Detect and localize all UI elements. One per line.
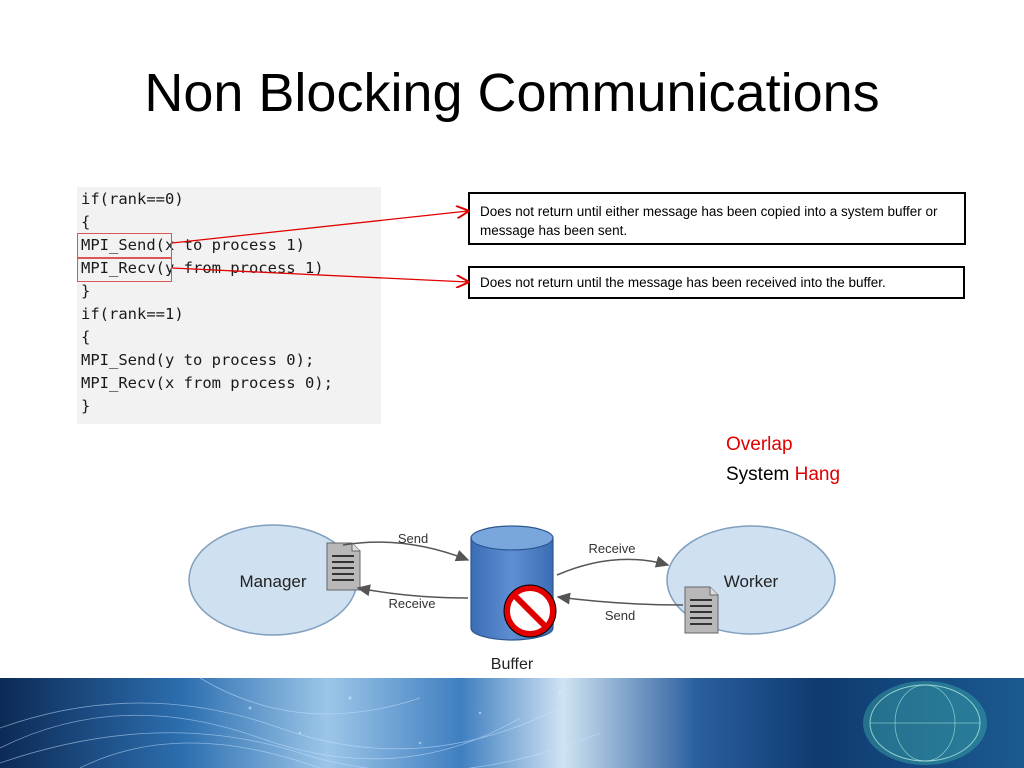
prohibited-icon	[503, 584, 557, 638]
manager-label: Manager	[239, 572, 306, 591]
recv-arrow	[171, 267, 468, 282]
code-line: {	[81, 328, 91, 346]
code-line: {	[81, 213, 91, 231]
code-line: if(rank==1)	[81, 305, 184, 323]
send-arrow	[171, 211, 468, 244]
worker-label: Worker	[724, 572, 779, 591]
send-arrow-top-left	[342, 541, 470, 562]
system-word: System	[726, 464, 790, 485]
slide-title: Non Blocking Communications	[144, 63, 880, 123]
send-label-right: Send	[605, 608, 635, 623]
code-line: }	[81, 282, 91, 300]
buffer-label: Buffer	[491, 656, 534, 673]
receive-arrow-bottom-left	[356, 584, 469, 599]
code-line: }	[81, 397, 91, 415]
code-line: MPI_Send(y to process 0);	[81, 351, 315, 369]
hang-word: Hang	[794, 464, 841, 485]
system-hang-label: System Hang	[726, 463, 840, 487]
decorative-banner	[0, 678, 1024, 768]
overlap-label: Overlap	[726, 434, 793, 455]
banner-graphic	[0, 678, 987, 768]
send-callout: Does not return until either message has…	[468, 192, 966, 245]
receive-arrow-top-right	[556, 555, 670, 576]
code-line: MPI_Recv(x from process 0);	[81, 374, 333, 392]
mpi-send-highlight	[77, 233, 172, 258]
recv-callout: Does not return until the message has be…	[468, 266, 965, 299]
send-arrow-bottom-right	[556, 592, 684, 606]
document-icon	[684, 586, 719, 634]
send-label-left: Send	[398, 531, 428, 546]
code-line: if(rank==0)	[81, 190, 184, 208]
receive-label-right: Receive	[589, 541, 636, 556]
mpi-recv-highlight	[77, 258, 172, 282]
receive-label-left: Receive	[389, 596, 436, 611]
document-icon	[326, 542, 361, 591]
code-line: MPI_Send(x to process 1)	[81, 236, 305, 254]
